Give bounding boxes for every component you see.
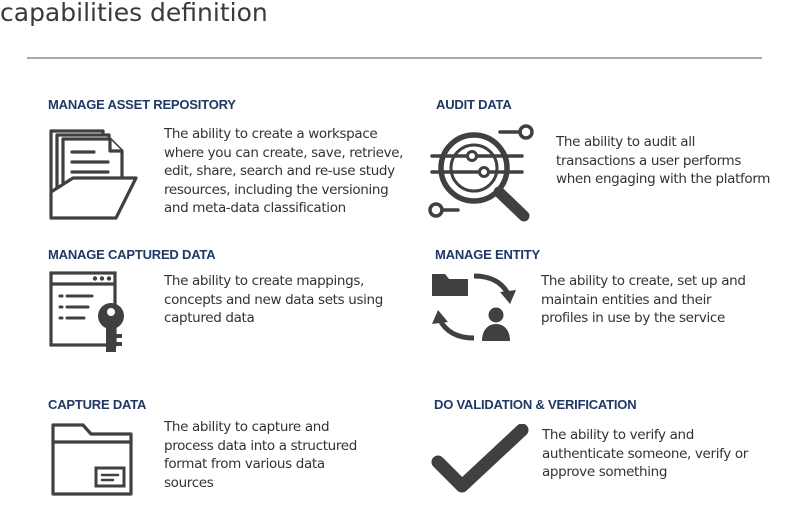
description-line: and meta-data classification (164, 200, 346, 217)
description-line: The ability to create a workspace (164, 126, 378, 142)
description-line: authenticate someone, verify or (542, 445, 748, 462)
description-line: maintain entities and their (541, 291, 712, 308)
description-line: concepts and new data sets using (164, 291, 383, 308)
capability-title-do-validation-verification: DO VALIDATION & VERIFICATION (434, 397, 637, 412)
capability-description-manage-entity: The ability to create, set up and mainta… (541, 272, 746, 328)
checkmark-icon (430, 424, 530, 496)
description-line: when engaging with the platform (556, 171, 771, 188)
capability-description-capture-data: The ability to capture and process data … (164, 418, 357, 492)
description-line: The ability to create, set up and (541, 273, 746, 289)
page-title: capabilities definition (0, 0, 268, 27)
description-line: approve something (542, 464, 668, 481)
capability-title-manage-entity: MANAGE ENTITY (435, 247, 541, 262)
description-line: The ability to capture and (164, 419, 330, 435)
description-line: format from various data (164, 456, 325, 473)
capability-description-audit-data: The ability to audit all transactions a … (556, 133, 770, 189)
description-line: resources, including the versioning (164, 181, 389, 198)
capability-description-do-validation-verification: The ability to verify and authenticate s… (542, 426, 748, 482)
window-key-icon (48, 270, 134, 356)
description-line: The ability to create mappings, (164, 273, 364, 289)
description-line: sources (164, 474, 214, 491)
entity-cycle-icon (430, 270, 520, 346)
capability-title-capture-data: CAPTURE DATA (48, 397, 147, 412)
description-line: The ability to audit all (556, 134, 696, 150)
folder-documents-icon (46, 126, 142, 222)
description-line: profiles in use by the service (541, 310, 725, 327)
capability-description-manage-asset-repository: The ability to create a workspace where … (164, 125, 403, 218)
capability-title-manage-captured-data: MANAGE CAPTURED DATA (48, 247, 216, 262)
capability-title-audit-data: AUDIT DATA (436, 97, 512, 112)
description-line: captured data (164, 310, 255, 327)
title-divider (27, 57, 762, 59)
magnifier-audit-icon (426, 124, 538, 224)
folder-drive-icon (50, 420, 136, 500)
description-line: edit, share, search and re-use study (164, 163, 395, 180)
description-line: The ability to verify and (542, 427, 694, 443)
capability-description-manage-captured-data: The ability to create mappings, concepts… (164, 272, 383, 328)
capability-title-manage-asset-repository: MANAGE ASSET REPOSITORY (48, 97, 236, 112)
description-line: transactions a user performs (556, 152, 742, 169)
description-line: process data into a structured (164, 437, 357, 454)
description-line: where you can create, save, retrieve, (164, 144, 404, 161)
